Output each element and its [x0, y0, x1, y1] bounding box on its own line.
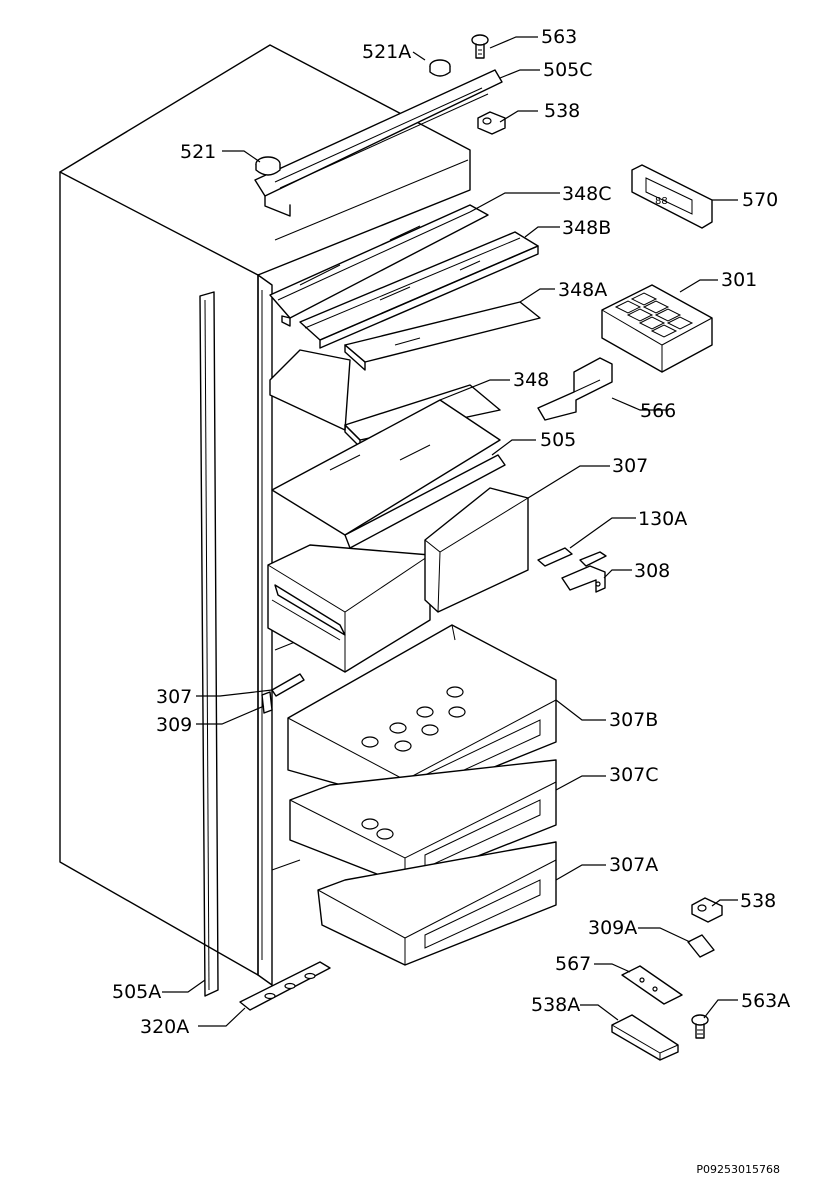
- label-563a: 563A: [741, 990, 790, 1012]
- thermostat-knob-570: 88: [631, 164, 713, 229]
- label-320a: 320A: [140, 1016, 189, 1038]
- label-348b: 348B: [562, 217, 611, 239]
- hinge-308: [561, 551, 607, 593]
- door-seal: [199, 291, 219, 997]
- label-538a: 538A: [531, 994, 580, 1016]
- screw-563: [471, 34, 489, 59]
- hinge-cover-538a: [611, 1014, 679, 1061]
- label-521: 521: [180, 141, 216, 163]
- reference-code: P09253015768: [696, 1163, 780, 1176]
- shelf-348a: [344, 301, 541, 371]
- crisper-307-left: [267, 544, 431, 673]
- ice-tray-301: [601, 284, 713, 373]
- label-567: 567: [555, 953, 591, 975]
- label-505a: 505A: [112, 981, 161, 1003]
- top-rail-505c: [254, 69, 503, 217]
- label-309a: 309A: [588, 917, 637, 939]
- hinge-plate-567: [621, 965, 683, 1005]
- label-538-top: 538: [544, 100, 580, 122]
- label-538-bottom: 538: [740, 890, 776, 912]
- hinge-cap-521a: [429, 59, 451, 77]
- screw-563a: [691, 1014, 709, 1039]
- label-309: 309: [156, 714, 192, 736]
- cover-309a: [687, 934, 715, 958]
- freezer-drawer-307b: [287, 624, 557, 804]
- hinge-cap-521: [255, 156, 281, 176]
- label-307b: 307B: [609, 709, 658, 731]
- label-307c: 307C: [609, 764, 659, 786]
- svg-text:88: 88: [655, 196, 668, 207]
- label-505: 505: [540, 429, 576, 451]
- label-308: 308: [634, 560, 670, 582]
- label-570: 570: [742, 189, 778, 211]
- label-521a: 521A: [362, 41, 411, 63]
- label-307a: 307A: [609, 854, 658, 876]
- label-348c: 348C: [562, 183, 612, 205]
- refrigerator-cabinet: [59, 44, 471, 986]
- label-566: 566: [640, 400, 676, 422]
- label-505c: 505C: [543, 59, 593, 81]
- label-307: 307: [612, 455, 648, 477]
- clip-309: [261, 691, 273, 714]
- crisper-307-right: [424, 487, 529, 613]
- hinge-130a: [537, 547, 573, 567]
- label-348a: 348A: [558, 279, 607, 301]
- part-labels: 563 521A 505C 538 521 570 348C 348B 301 …: [112, 26, 790, 1038]
- glass-shelf-505: [271, 399, 506, 549]
- shelf-348b: [299, 231, 539, 349]
- leader-lines: [162, 36, 738, 1027]
- divider-307-small: [271, 673, 305, 697]
- plinth-320a: [239, 961, 331, 1011]
- hinge-pin-538-top: [477, 111, 506, 135]
- label-307-left: 307: [156, 686, 192, 708]
- label-130a: 130A: [638, 508, 687, 530]
- bracket-566: [537, 357, 613, 421]
- shelf-348c: [269, 204, 489, 327]
- label-348: 348: [513, 369, 549, 391]
- freezer-drawer-307a: [317, 841, 557, 966]
- label-301: 301: [721, 269, 757, 291]
- label-563: 563: [541, 26, 577, 48]
- ice-mould-holes: [361, 686, 466, 752]
